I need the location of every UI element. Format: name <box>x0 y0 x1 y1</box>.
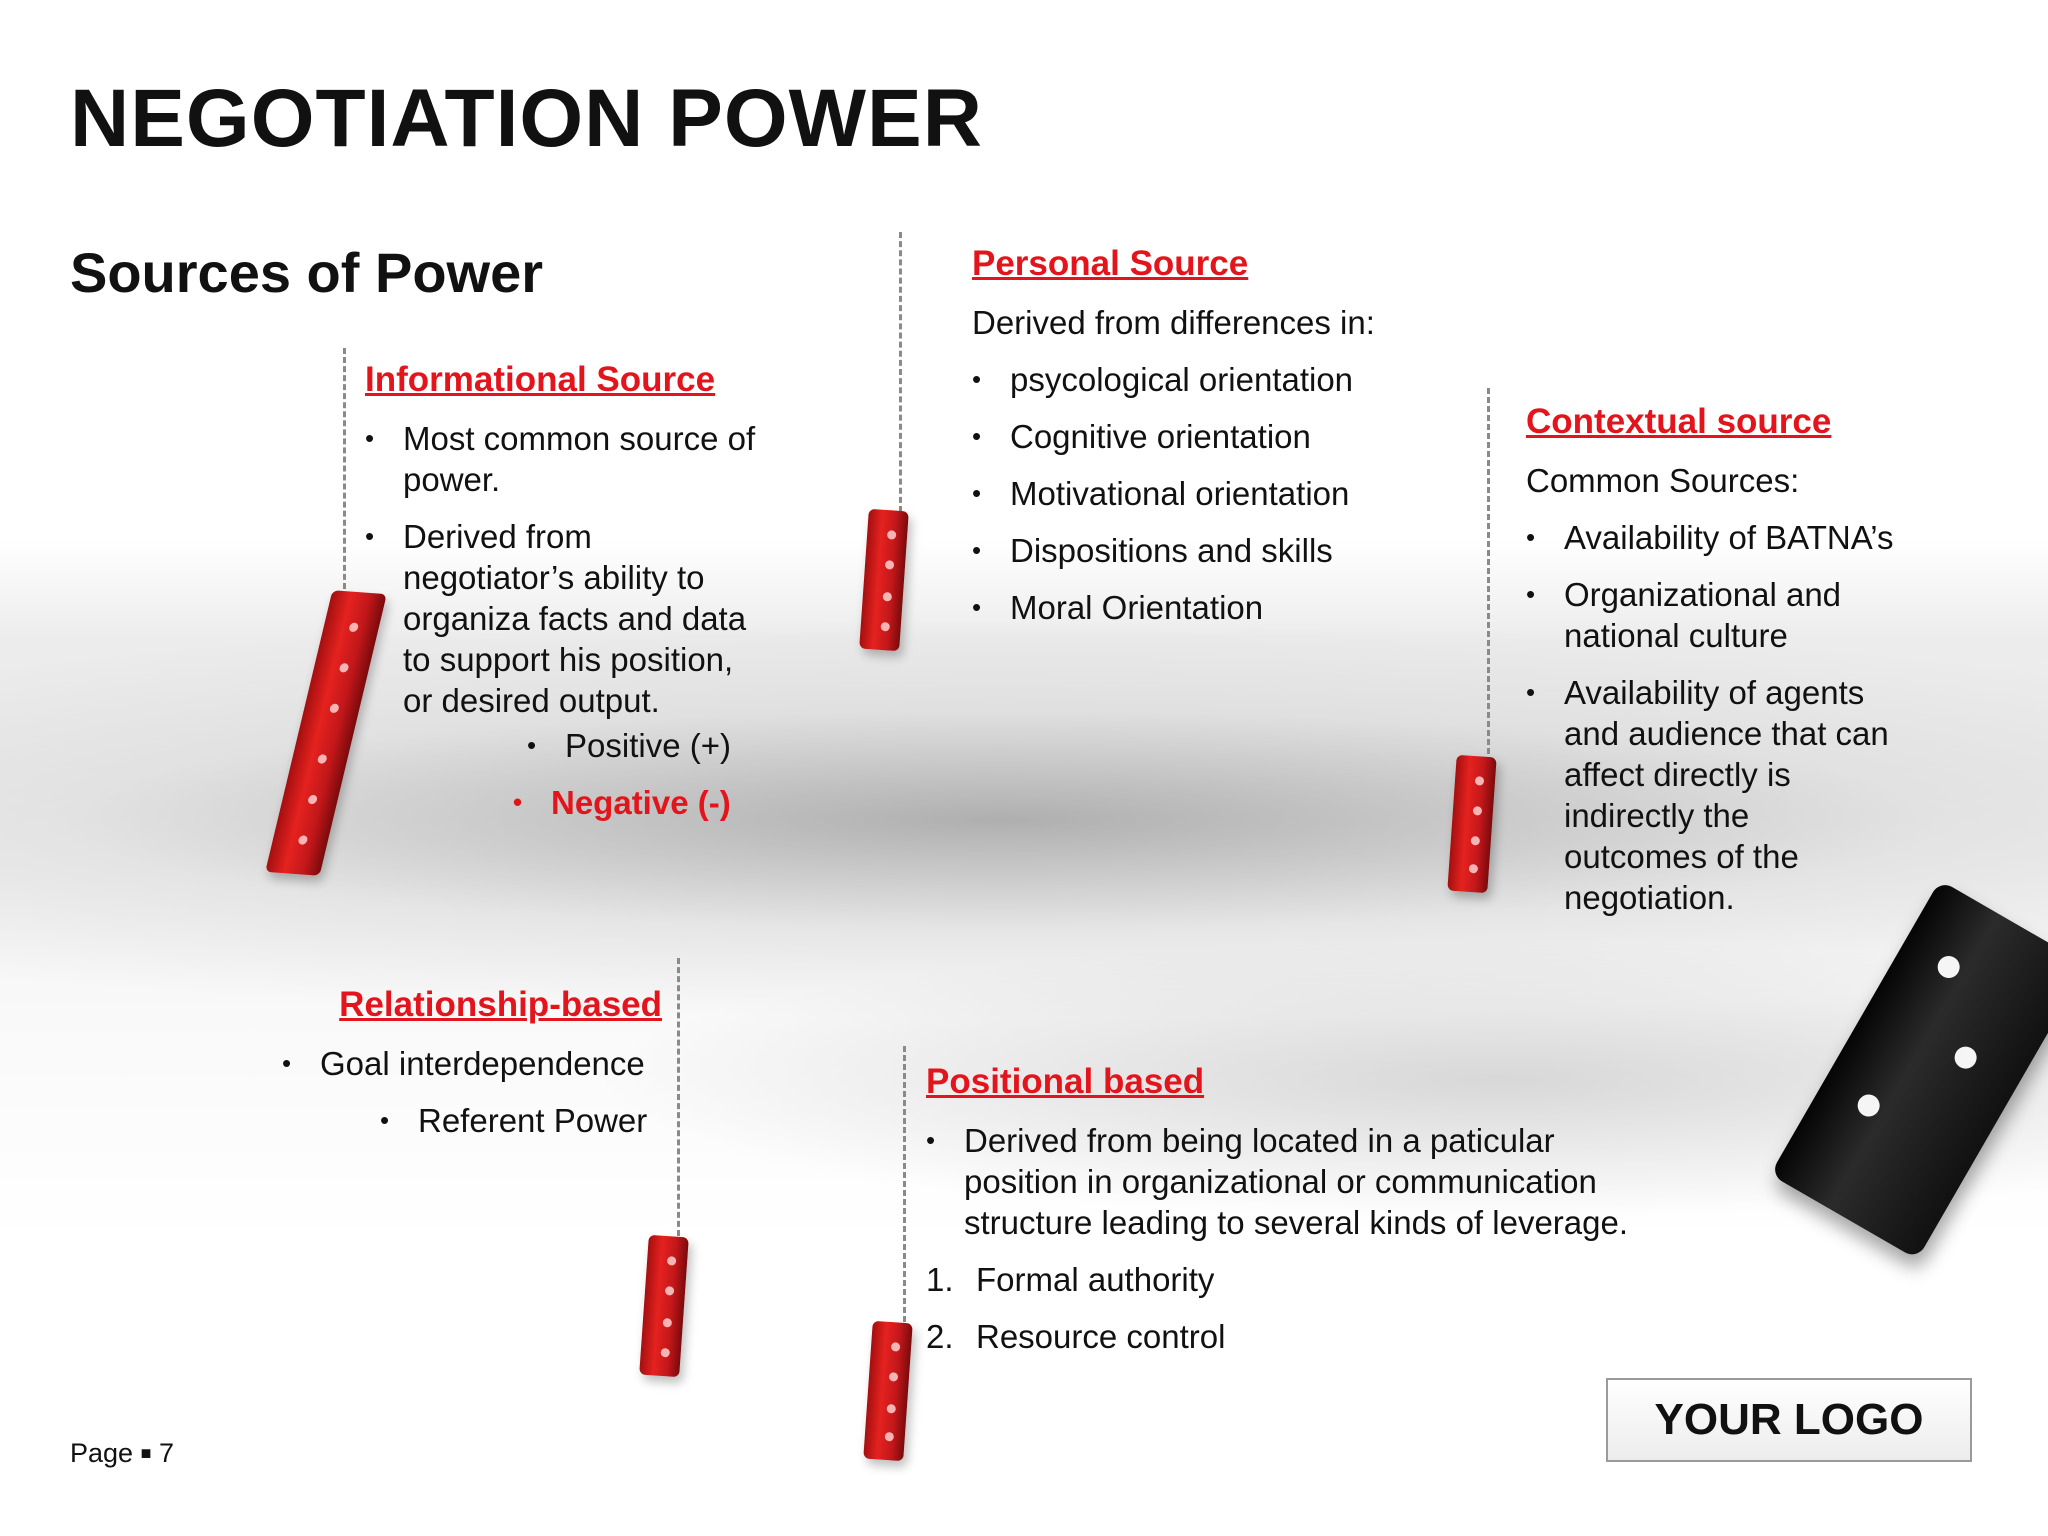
contextual-intro: Common Sources: <box>1526 462 1800 499</box>
positional-list: Derived from being located in a paticula… <box>926 1120 1646 1243</box>
relationship-heading: Relationship-based <box>339 985 662 1024</box>
informational-heading: Informational Source <box>365 360 716 399</box>
contextual-list: Availability of BATNA’s Organizational a… <box>1526 517 1896 918</box>
connector-line-informational <box>343 348 346 598</box>
page-subtitle: Sources of Power <box>70 241 544 304</box>
positional-numbered-list: 1. Formal authority 2. Resource control <box>926 1259 1646 1357</box>
page-indicator: Page ■ 7 <box>70 1438 174 1469</box>
connector-line-relationship <box>677 958 680 1236</box>
informational-section: Informational Source Most common source … <box>365 360 765 823</box>
numbered-item: 1. Formal authority <box>926 1259 1646 1300</box>
list-item: psycological orientation <box>972 359 1492 400</box>
list-item-negative: Negative (-) <box>513 782 765 823</box>
relationship-list: Goal interdependence Referent Power <box>240 1043 662 1141</box>
personal-list: psycological orientation Cognitive orien… <box>972 359 1492 628</box>
page-title: NEGOTIATION POWER <box>70 73 983 164</box>
page-label: Page <box>70 1438 134 1468</box>
list-item: Availability of BATNA’s <box>1526 517 1896 558</box>
connector-line-personal <box>899 232 902 512</box>
list-item: Cognitive orientation <box>972 416 1492 457</box>
positional-section: Positional based Derived from being loca… <box>926 1062 1646 1357</box>
list-item: Referent Power <box>380 1100 662 1141</box>
numbered-item: 2. Resource control <box>926 1316 1646 1357</box>
list-item: Derived from being located in a paticula… <box>926 1120 1646 1243</box>
list-item: Availability of agents and audience that… <box>1526 672 1896 918</box>
informational-sublist-negative: Negative (-) <box>365 782 765 823</box>
contextual-section: Contextual source Common Sources: Availa… <box>1526 402 1896 918</box>
informational-sublist: Positive (+) <box>365 725 765 766</box>
item-number: 2. <box>926 1318 954 1355</box>
contextual-heading: Contextual source <box>1526 402 1832 441</box>
page-separator-icon: ■ <box>140 1443 152 1463</box>
list-item: Derived from negotiator’s ability to org… <box>365 516 765 721</box>
list-item: Moral Orientation <box>972 587 1492 628</box>
item-number: 1. <box>926 1261 954 1298</box>
personal-section: Personal Source Derived from differences… <box>972 244 1492 628</box>
connector-line-positional <box>903 1046 906 1322</box>
logo-placeholder: YOUR LOGO <box>1606 1378 1972 1462</box>
list-item-positive: Positive (+) <box>527 725 765 766</box>
page-number: 7 <box>158 1438 174 1468</box>
item-text: Formal authority <box>976 1261 1215 1298</box>
relationship-section: Relationship-based Goal interdependence … <box>240 985 662 1141</box>
list-item: Goal interdependence <box>282 1043 662 1084</box>
list-item: Most common source of power. <box>365 418 765 500</box>
item-text: Resource control <box>976 1318 1226 1355</box>
personal-heading: Personal Source <box>972 244 1249 283</box>
list-item: Organizational and national culture <box>1526 574 1896 656</box>
personal-intro: Derived from differences in: <box>972 304 1375 341</box>
list-item: Motivational orientation <box>972 473 1492 514</box>
informational-list: Most common source of power. Derived fro… <box>365 418 765 721</box>
connector-line-contextual <box>1487 388 1490 763</box>
list-item: Dispositions and skills <box>972 530 1492 571</box>
positional-heading: Positional based <box>926 1062 1205 1101</box>
